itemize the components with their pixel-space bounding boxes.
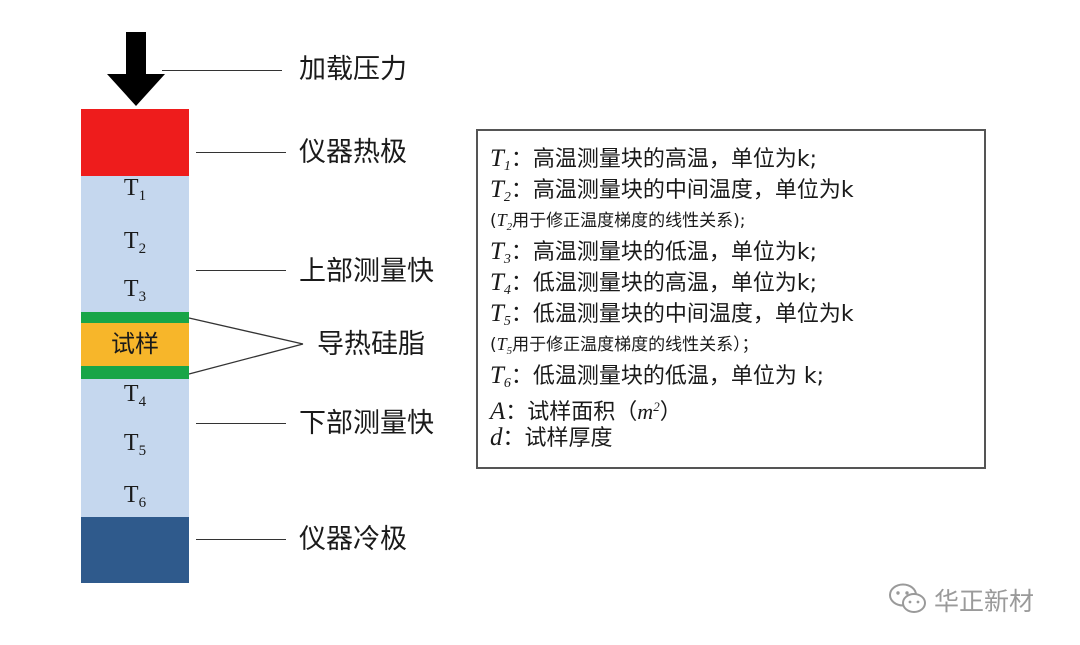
- label-t4: T4: [123, 381, 147, 410]
- callout-cold-plate: 仪器冷极: [299, 524, 407, 555]
- sample-label: 试样: [111, 330, 159, 358]
- leader-lower: [196, 423, 286, 424]
- label-t5: T5: [123, 430, 147, 459]
- callout-lower-block: 下部测量快: [299, 408, 434, 439]
- legend-item-t2-note: (T2用于修正温度梯度的线性关系);: [490, 210, 746, 233]
- sample-layer: 试样: [81, 323, 189, 366]
- callout-hot-plate: 仪器热极: [299, 137, 407, 168]
- callout-upper-block: 上部测量快: [299, 256, 434, 287]
- legend-item-t1: T1：高温测量块的高温，单位为k;: [490, 145, 818, 174]
- legend-item-t2: T2：高温测量块的中间温度，单位为k: [490, 176, 854, 205]
- label-t6: T6: [123, 482, 147, 511]
- label-t3: T3: [123, 276, 147, 305]
- leader-upper: [196, 270, 286, 271]
- legend-item-t5: T5：低温测量块的中间温度，单位为k: [490, 300, 854, 329]
- leader-cold: [196, 539, 286, 540]
- legend-item-thickness: d：试样厚度: [490, 424, 613, 451]
- legend-item-t5-note: (T5用于修正温度梯度的线性关系）；: [490, 334, 759, 357]
- label-t1: T1: [123, 175, 147, 204]
- upper-measuring-block: [81, 176, 189, 312]
- load-arrow-icon: [107, 32, 165, 106]
- grease-layer-top: [81, 312, 189, 323]
- legend-item-t6: T6：低温测量块的低温，单位为 k;: [490, 362, 825, 391]
- callout-thermal-grease: 导热硅脂: [317, 329, 425, 360]
- legend-item-t3: T3：高温测量块的低温，单位为k;: [490, 238, 818, 267]
- leader-hot: [196, 152, 286, 153]
- lower-measuring-block: [81, 379, 189, 517]
- grease-layer-bottom: [81, 366, 189, 379]
- cold-plate: [81, 517, 189, 583]
- wechat-icon: [889, 583, 926, 613]
- hot-plate: [81, 109, 189, 176]
- label-t2: T2: [123, 228, 147, 257]
- watermark-text: 华正新材: [934, 587, 1035, 616]
- legend-item-t4: T4：低温测量块的高温，单位为k;: [490, 269, 818, 298]
- callout-load-pressure: 加载压力: [299, 54, 407, 85]
- legend-item-area: A：试样面积（m2）: [490, 398, 682, 425]
- leader-load: [162, 70, 282, 71]
- legend-box: T1：高温测量块的高温，单位为k; T2：高温测量块的中间温度，单位为k (T2…: [476, 129, 986, 469]
- leader-grease: [188, 317, 304, 375]
